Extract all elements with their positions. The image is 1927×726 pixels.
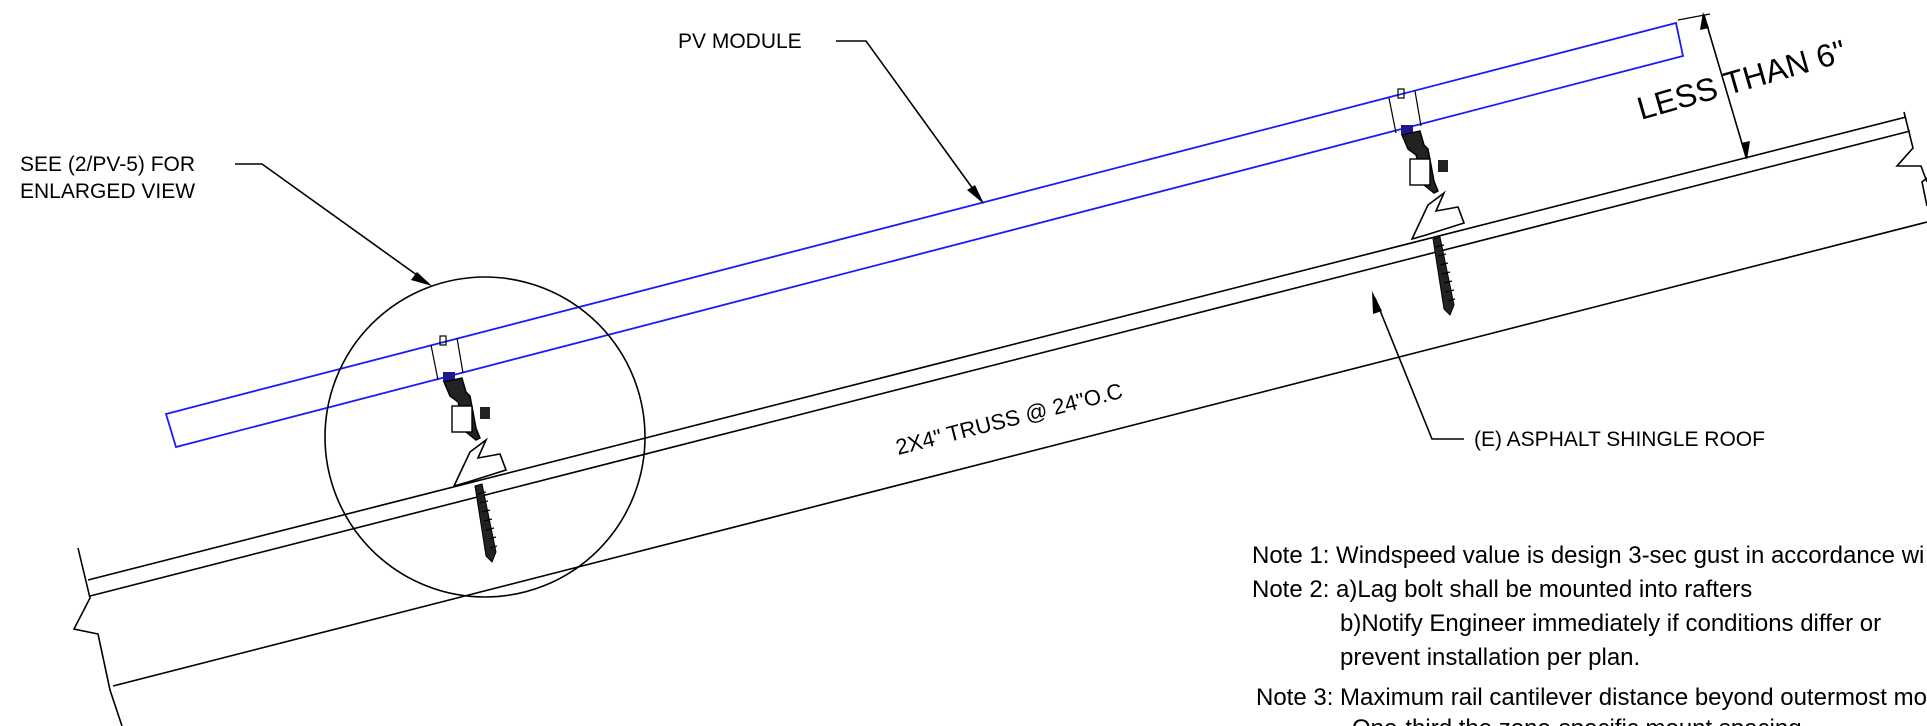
truss-bottom-line [112,221,1927,687]
left-rail-post-a [430,344,439,381]
see-detail-arrowhead [411,272,432,286]
right-rail-post-b [1414,90,1422,127]
left-clamp [443,372,455,382]
pv-module-label: PV MODULE [678,30,802,53]
left-bracket-slot [451,405,473,433]
left-lag-bolt-threads [477,491,498,549]
pv-module-leader-line [836,40,982,201]
right-clamp [1401,125,1413,135]
note-3: Note 3: Maximum rail cantilever distance… [1256,684,1927,711]
roof-structure [72,111,1927,726]
left-mount-assembly [430,335,508,563]
roof-shingle-line [89,130,1911,597]
right-rail-post-a [1388,97,1397,134]
dim-line [1703,14,1747,158]
roof-label: (E) ASPHALT SHINGLE ROOF [1474,428,1765,451]
note-2a: Note 2: a)Lag bolt shall be mounted into… [1252,576,1752,603]
pv-module-outline [164,21,1685,449]
right-rail-tab [1397,88,1405,99]
note-3b: One-third the zone-specific mount spacin… [1352,715,1802,726]
right-mount-assembly [1388,88,1466,316]
right-bracket-slot [1409,158,1431,186]
enlarged-view-circle [324,276,646,598]
pv-module-arrowhead [967,185,984,204]
right-lag-bolt-threads [1435,244,1456,302]
less-than-label: LESS THAN 6" [1633,33,1850,127]
note-1: Note 1: Windspeed value is design 3-sec … [1252,542,1924,569]
see-detail-leader-line [235,163,429,284]
less-than-dimension [1677,12,1750,160]
right-flashing-foot [1410,190,1466,241]
note-2b: b)Notify Engineer immediately if conditi… [1340,610,1881,637]
left-flashing-foot [452,437,508,488]
right-bolt-head [1438,160,1448,172]
roof-leader-line [1374,297,1464,440]
left-bolt-head [480,407,490,419]
roof-top-line [87,116,1907,581]
see-detail-label-line1: SEE (2/PV-5) FOR [20,153,195,176]
right-break-mark [1921,177,1927,207]
see-detail-label-line2: ENLARGED VIEW [20,180,195,203]
right-break-symbol [1895,111,1927,183]
note-2c: prevent installation per plan. [1340,644,1640,671]
see-detail-leader [235,163,432,286]
pv-module-leader [836,40,984,204]
truss-label: 2X4" TRUSS @ 24"O.C [893,378,1125,460]
roof-arrowhead [1372,291,1382,314]
dim-arrow-top [1700,12,1709,30]
dim-arrow-bottom [1741,141,1750,160]
left-break-symbol [72,547,123,726]
left-rail-post-b [456,337,464,374]
roof-leader [1372,291,1464,440]
left-rail-tab [439,335,447,346]
